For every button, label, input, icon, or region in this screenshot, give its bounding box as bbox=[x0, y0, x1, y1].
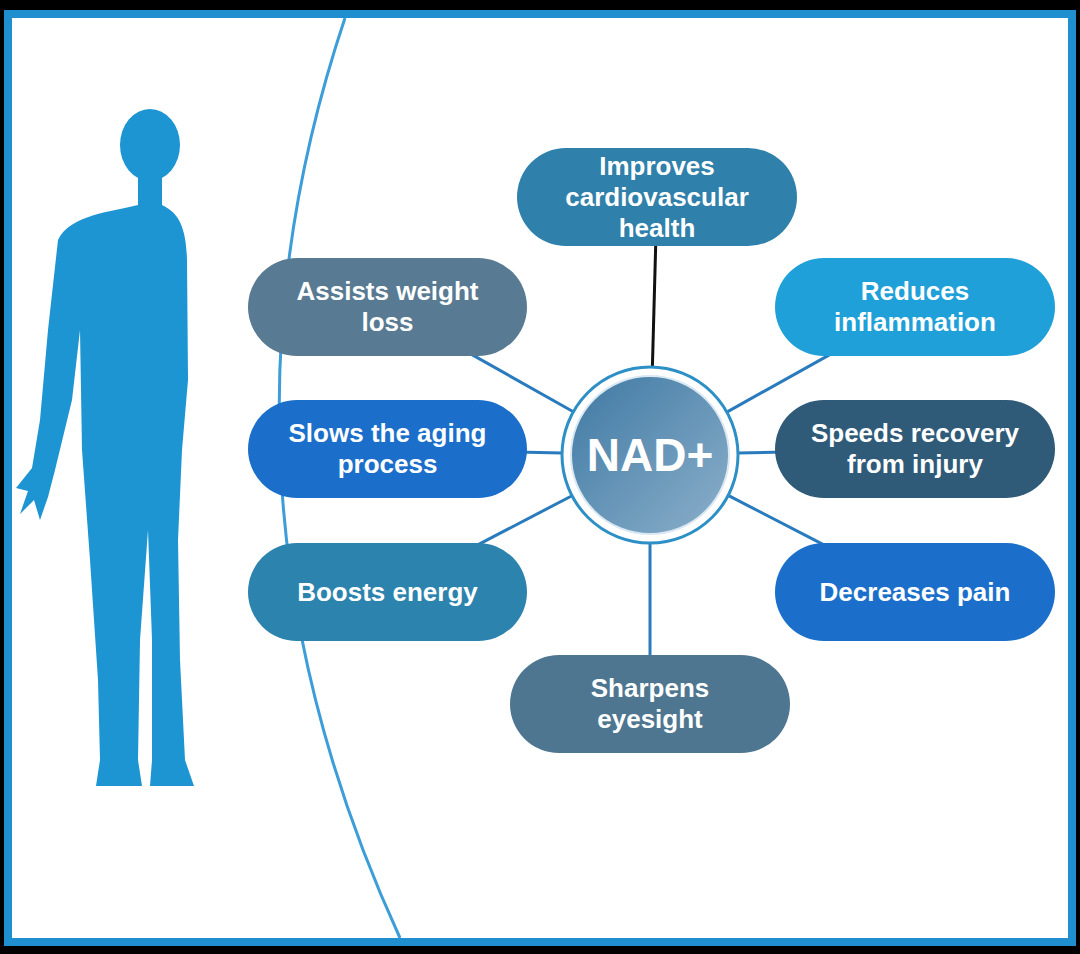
connector-line bbox=[652, 242, 655, 367]
benefit-label: Assists weight loss bbox=[248, 258, 527, 356]
benefit-pill: Speeds recovery from injury bbox=[775, 400, 1055, 498]
pill-fill bbox=[775, 400, 1055, 498]
pill-fill bbox=[775, 258, 1055, 356]
benefit-label: Slows the aging process bbox=[248, 400, 527, 498]
pill-fill bbox=[510, 655, 790, 753]
pill-fill bbox=[517, 148, 797, 246]
benefit-pill: Sharpens eyesight bbox=[510, 655, 790, 753]
benefit-pill: Slows the aging process bbox=[248, 400, 527, 498]
silhouette-body bbox=[16, 175, 194, 786]
benefit-label: Boosts energy bbox=[248, 543, 527, 641]
benefit-pill: Decreases pain bbox=[775, 543, 1055, 641]
connector-stroke bbox=[649, 543, 652, 659]
pill-fill bbox=[775, 543, 1055, 641]
benefit-label: Improves cardiovascular health bbox=[517, 148, 797, 246]
connector-stroke bbox=[652, 242, 655, 367]
connector-stroke bbox=[728, 495, 828, 547]
hub-circle: NAD+ bbox=[560, 365, 740, 545]
benefit-pill: Assists weight loss bbox=[248, 258, 527, 356]
benefit-label: Speeds recovery from injury bbox=[775, 400, 1055, 498]
benefit-label: Decreases pain bbox=[775, 543, 1055, 641]
hub-label: NAD+ bbox=[560, 365, 740, 545]
pill-fill bbox=[248, 258, 527, 356]
connector-stroke bbox=[474, 496, 572, 547]
benefit-label: Reduces inflammation bbox=[775, 258, 1055, 356]
connector-line bbox=[728, 495, 828, 547]
benefit-pill: Reduces inflammation bbox=[775, 258, 1055, 356]
benefit-pill: Boosts energy bbox=[248, 543, 527, 641]
benefit-label: Sharpens eyesight bbox=[510, 655, 790, 753]
white-panel bbox=[12, 18, 1068, 938]
silhouette-head bbox=[120, 109, 180, 181]
benefit-pill: Improves cardiovascular health bbox=[517, 148, 797, 246]
pill-fill bbox=[248, 543, 527, 641]
pill-fill bbox=[248, 400, 527, 498]
connector-line bbox=[474, 496, 572, 547]
blue-frame bbox=[4, 10, 1076, 946]
human-silhouette bbox=[16, 109, 194, 786]
connector-line bbox=[650, 543, 651, 659]
